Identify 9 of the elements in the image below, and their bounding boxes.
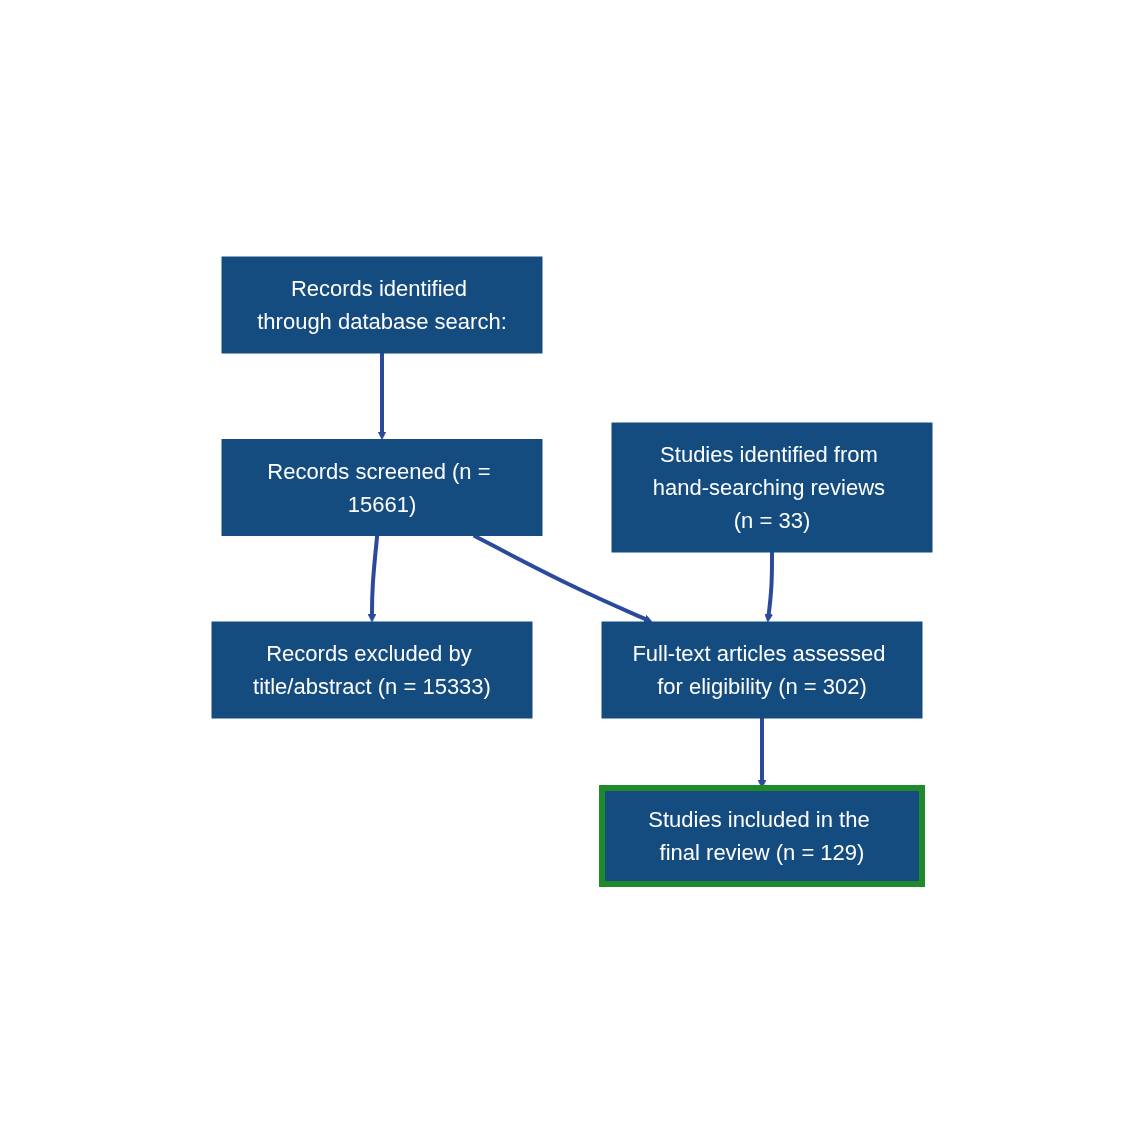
node-box: Records screened (n = 15661) [221, 438, 542, 536]
node-box: Full-text articles assessed for eligibility (n = 302) [601, 621, 922, 718]
node-box: Studies identified from hand-searching reviews (n = 33) [611, 422, 932, 552]
arrow [763, 551, 774, 622]
node-box: Records excluded by title/abstract (n = 15333) [211, 621, 532, 718]
node-box: Studies included in the final review (n = 129) [598, 784, 925, 887]
arrow [377, 352, 386, 440]
arrow [367, 534, 379, 622]
node-box: Records identified through database search: [221, 256, 542, 353]
